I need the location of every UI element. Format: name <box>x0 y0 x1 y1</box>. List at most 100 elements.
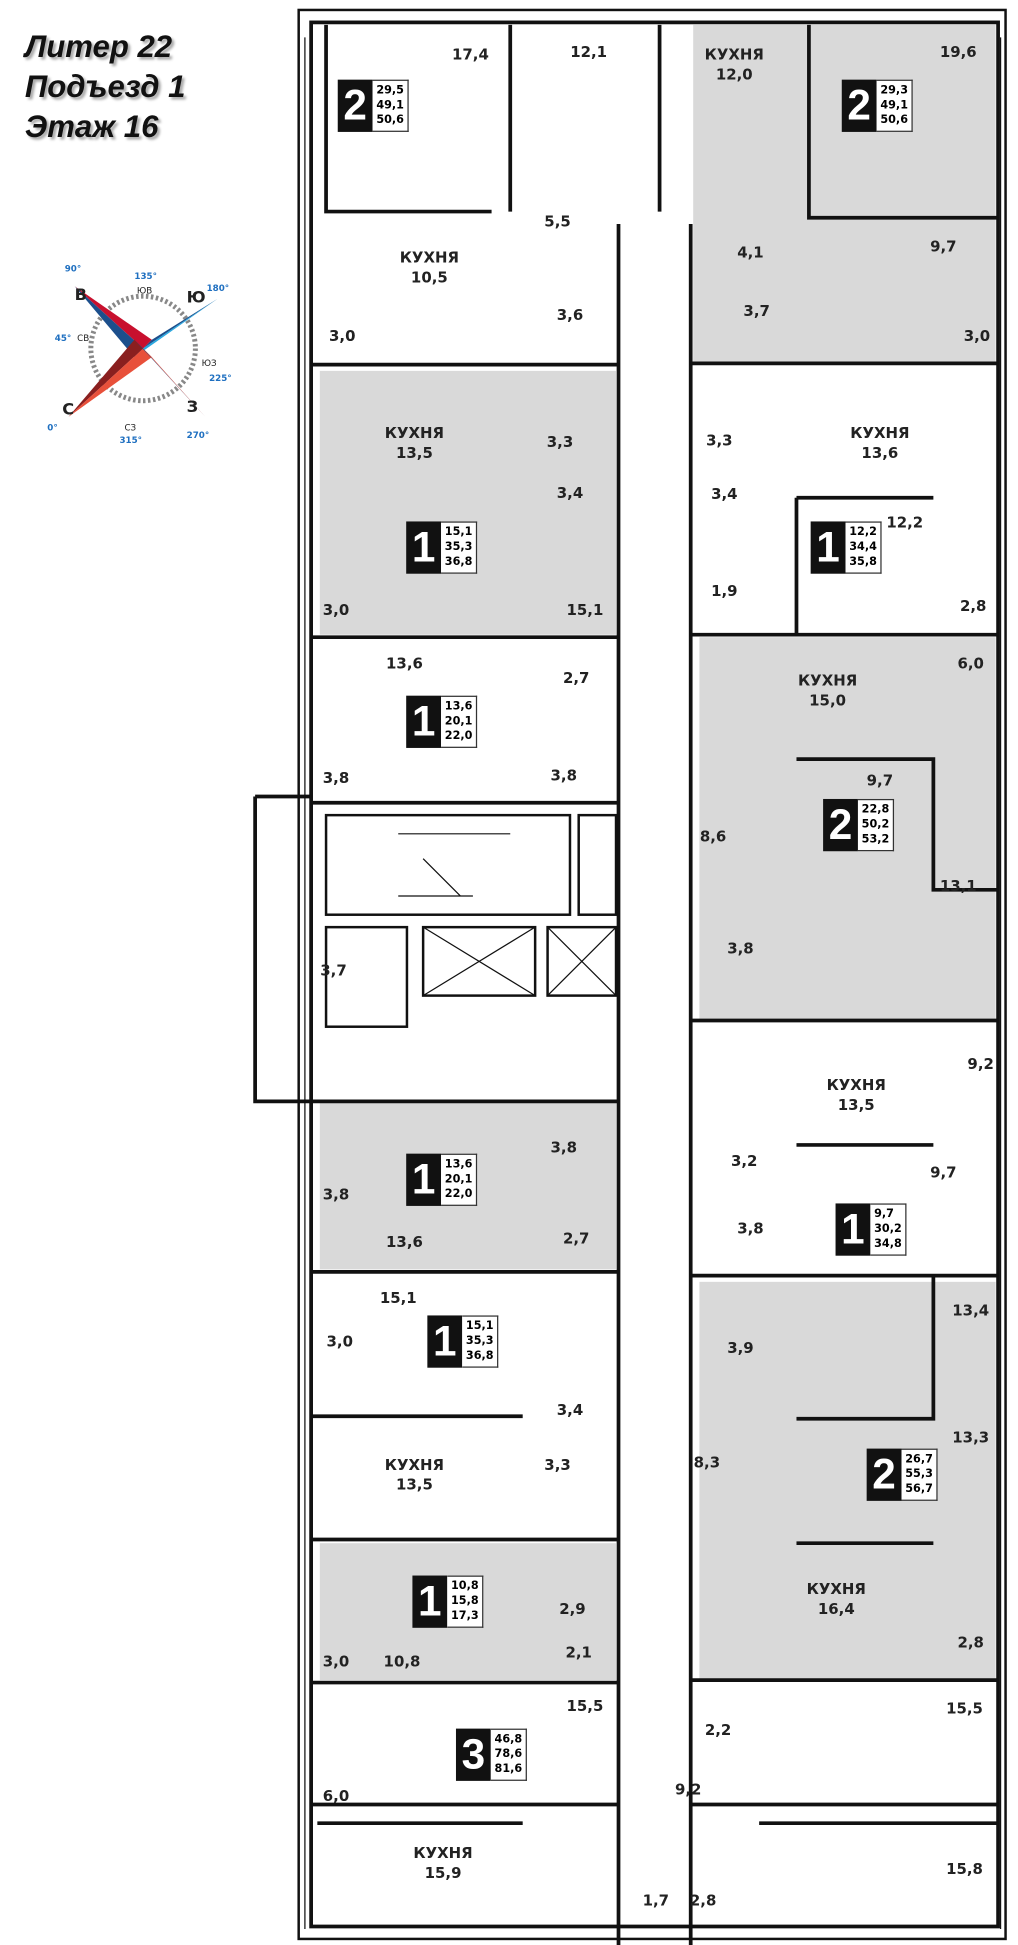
total-area: 55,3 <box>905 1468 933 1481</box>
room-name: КУХНЯ <box>704 46 764 64</box>
room-area: 3,4 <box>711 485 738 503</box>
room-area: 13,5 <box>395 444 433 462</box>
room-label: 3,0 <box>323 600 349 620</box>
room-area: 10,8 <box>383 1652 421 1671</box>
room-area: 3,8 <box>727 939 754 958</box>
room-count: 1 <box>835 1203 871 1256</box>
building-label: Литер 22 <box>24 29 173 65</box>
stair-lift-core <box>324 813 618 1028</box>
room-label: 15,5 <box>946 1699 983 1719</box>
room-count: 1 <box>427 1315 463 1368</box>
room-label: 13,6 <box>386 653 423 673</box>
compass-north: С <box>62 400 75 420</box>
compass-ne: СВ <box>77 333 90 344</box>
room-label: 19,6 <box>940 42 977 62</box>
compass-deg-270: 270° <box>186 430 210 441</box>
room-count: 1 <box>406 521 442 574</box>
room-label: 3,6 <box>557 305 583 325</box>
room-count: 1 <box>406 1153 442 1206</box>
room-area: 2,8 <box>689 1891 717 1910</box>
room-label: 2,7 <box>563 668 589 688</box>
room-area: 16,4 <box>817 1600 855 1618</box>
room-area: 13,6 <box>386 654 423 673</box>
room-area: 3,9 <box>727 1339 754 1357</box>
room-area: 3,8 <box>737 1219 764 1238</box>
room-label: КУХНЯ 13,6 <box>850 423 909 463</box>
full-area: 36,8 <box>444 556 473 569</box>
room-count: 1 <box>406 695 442 748</box>
room-label: 3,4 <box>557 483 583 503</box>
total-area: 50,2 <box>861 818 890 832</box>
room-label: 15,5 <box>566 1696 603 1716</box>
room-label: 5,5 <box>544 212 570 232</box>
room-name: КУХНЯ <box>399 248 459 267</box>
room-label: 2,8 <box>957 1633 983 1653</box>
room-label: 1,9 <box>711 581 737 601</box>
room-area: 9,7 <box>930 1163 957 1182</box>
room-area: 3,0 <box>326 1332 353 1351</box>
total-area: 20,1 <box>444 715 473 729</box>
room-area: 9,2 <box>967 1055 994 1073</box>
room-label: 2,9 <box>559 1599 585 1619</box>
shaded-area <box>699 1281 996 1681</box>
shaded-area <box>319 370 617 635</box>
compass-deg-0: 0° <box>47 423 58 434</box>
room-label: 13,6 <box>386 1232 423 1252</box>
room-area: 3,3 <box>544 1456 571 1474</box>
room-name: КУХНЯ <box>806 1580 866 1598</box>
room-name: КУХНЯ <box>850 424 910 442</box>
living-area: 13,6 <box>444 1158 473 1172</box>
room-area: 3,3 <box>706 431 733 450</box>
floor-label: Этаж 16 <box>24 109 159 145</box>
total-area: 20,1 <box>444 1173 473 1187</box>
room-label: 12,2 <box>886 513 923 533</box>
room-name: КУХНЯ <box>384 424 445 442</box>
room-label: 3,9 <box>727 1338 753 1358</box>
total-area: 49,1 <box>880 99 908 113</box>
compass-east: В <box>74 286 88 305</box>
compass-nw: СЗ <box>124 423 137 434</box>
room-label: 3,8 <box>727 938 753 958</box>
room-area: 12,2 <box>886 513 924 532</box>
room-area: 13,6 <box>861 444 899 462</box>
room-area: 5,5 <box>544 212 571 231</box>
room-label: 17,4 <box>452 45 489 65</box>
room-label: 3,8 <box>323 768 349 788</box>
room-count: 2 <box>337 79 373 132</box>
total-area: 30,2 <box>874 1223 902 1236</box>
living-area: 12,2 <box>849 526 877 539</box>
room-area: 3,3 <box>546 433 574 451</box>
living-area: 15,1 <box>444 526 473 539</box>
room-area: 1,9 <box>711 582 738 600</box>
total-area: 35,3 <box>465 1335 494 1348</box>
total-area: 78,6 <box>494 1748 523 1761</box>
living-area: 46,8 <box>494 1733 523 1747</box>
room-area: 3,2 <box>730 1152 758 1170</box>
room-label: 3,8 <box>551 765 577 785</box>
room-count: 1 <box>412 1575 448 1628</box>
room-area: 2,7 <box>562 669 590 687</box>
room-label: 3,8 <box>551 1137 577 1157</box>
room-area: 15,5 <box>946 1699 983 1718</box>
full-area: 50,6 <box>880 114 908 127</box>
entrance-label: Подъезд 1 <box>24 69 186 105</box>
room-label: 8,3 <box>694 1452 720 1472</box>
room-label: 3,3 <box>706 431 732 451</box>
